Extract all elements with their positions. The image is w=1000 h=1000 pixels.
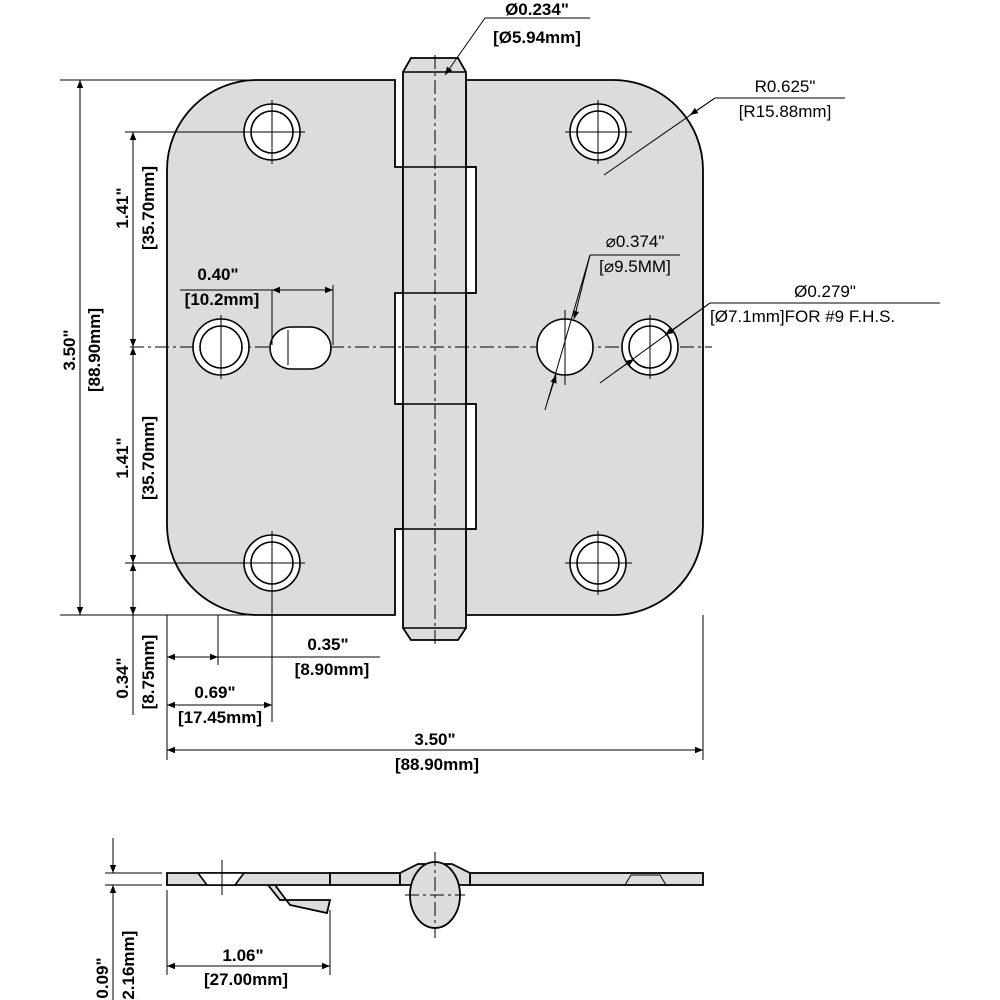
height-mm: [88.90mm] (85, 308, 104, 392)
screw-hole-in: Ø0.279" (794, 282, 856, 301)
screw-holes (192, 100, 679, 595)
radius-in: R0.625" (755, 77, 816, 96)
top-spacing-mm: [35.70mm] (139, 166, 158, 250)
screw-hole (192, 315, 250, 379)
right-leaf-profile (469, 872, 704, 886)
hinge-plan-view (130, 55, 712, 645)
center-hole-in: ⌀0.374" (606, 232, 665, 251)
height-in: 3.50" (60, 329, 79, 370)
knuckle-segment-lines (395, 71, 476, 629)
countersink (196, 872, 246, 886)
screw-hole (240, 100, 305, 164)
pin-diameter-in: Ø0.234" (505, 0, 569, 19)
hole-offset-mm: [17.45mm] (178, 708, 262, 727)
thickness-mm: [2.16mm] (119, 931, 138, 1000)
center-hole (536, 310, 594, 385)
center-hole-mm: [⌀9.5MM] (599, 257, 671, 276)
hinge-side-view (105, 838, 704, 1000)
dimension-labels: Ø0.234" [Ø5.94mm] R0.625" [R15.88mm] ⌀0.… (60, 0, 895, 1000)
top-spacing-in: 1.41" (113, 187, 132, 228)
edge-horizontal-in: 0.35" (307, 635, 348, 654)
edge-horizontal-mm: [8.90mm] (295, 660, 370, 679)
countersink (624, 874, 667, 886)
bent-leaf-profile (166, 872, 332, 915)
dimension-lines (60, 17, 940, 760)
screw-hole-mm: [Ø7.1mm]FOR #9 F.H.S. (710, 307, 895, 326)
screw-hole (240, 531, 305, 595)
hole-offset-in: 0.69" (194, 683, 235, 702)
screw-hole (565, 100, 632, 164)
bottom-spacing-in: 1.41" (113, 437, 132, 478)
bend-length-in: 1.06" (222, 946, 263, 965)
pin-diameter-mm: [Ø5.94mm] (493, 28, 581, 47)
width-mm: [88.90mm] (395, 755, 479, 774)
thickness-in: 0.09" (93, 957, 112, 998)
screw-hole (565, 531, 632, 595)
radius-mm: [R15.88mm] (739, 102, 832, 121)
leaf-segment (329, 872, 401, 886)
edge-vertical-in: 0.34" (113, 657, 132, 698)
slot-in: 0.40" (197, 265, 238, 284)
bend-length-mm: [27.00mm] (204, 970, 288, 989)
edge-vertical-mm: [8.75mm] (139, 635, 158, 710)
width-in: 3.50" (414, 730, 455, 749)
slot (269, 326, 332, 370)
slot-mm: [10.2mm] (185, 290, 260, 309)
bottom-spacing-mm: [35.70mm] (139, 416, 158, 500)
